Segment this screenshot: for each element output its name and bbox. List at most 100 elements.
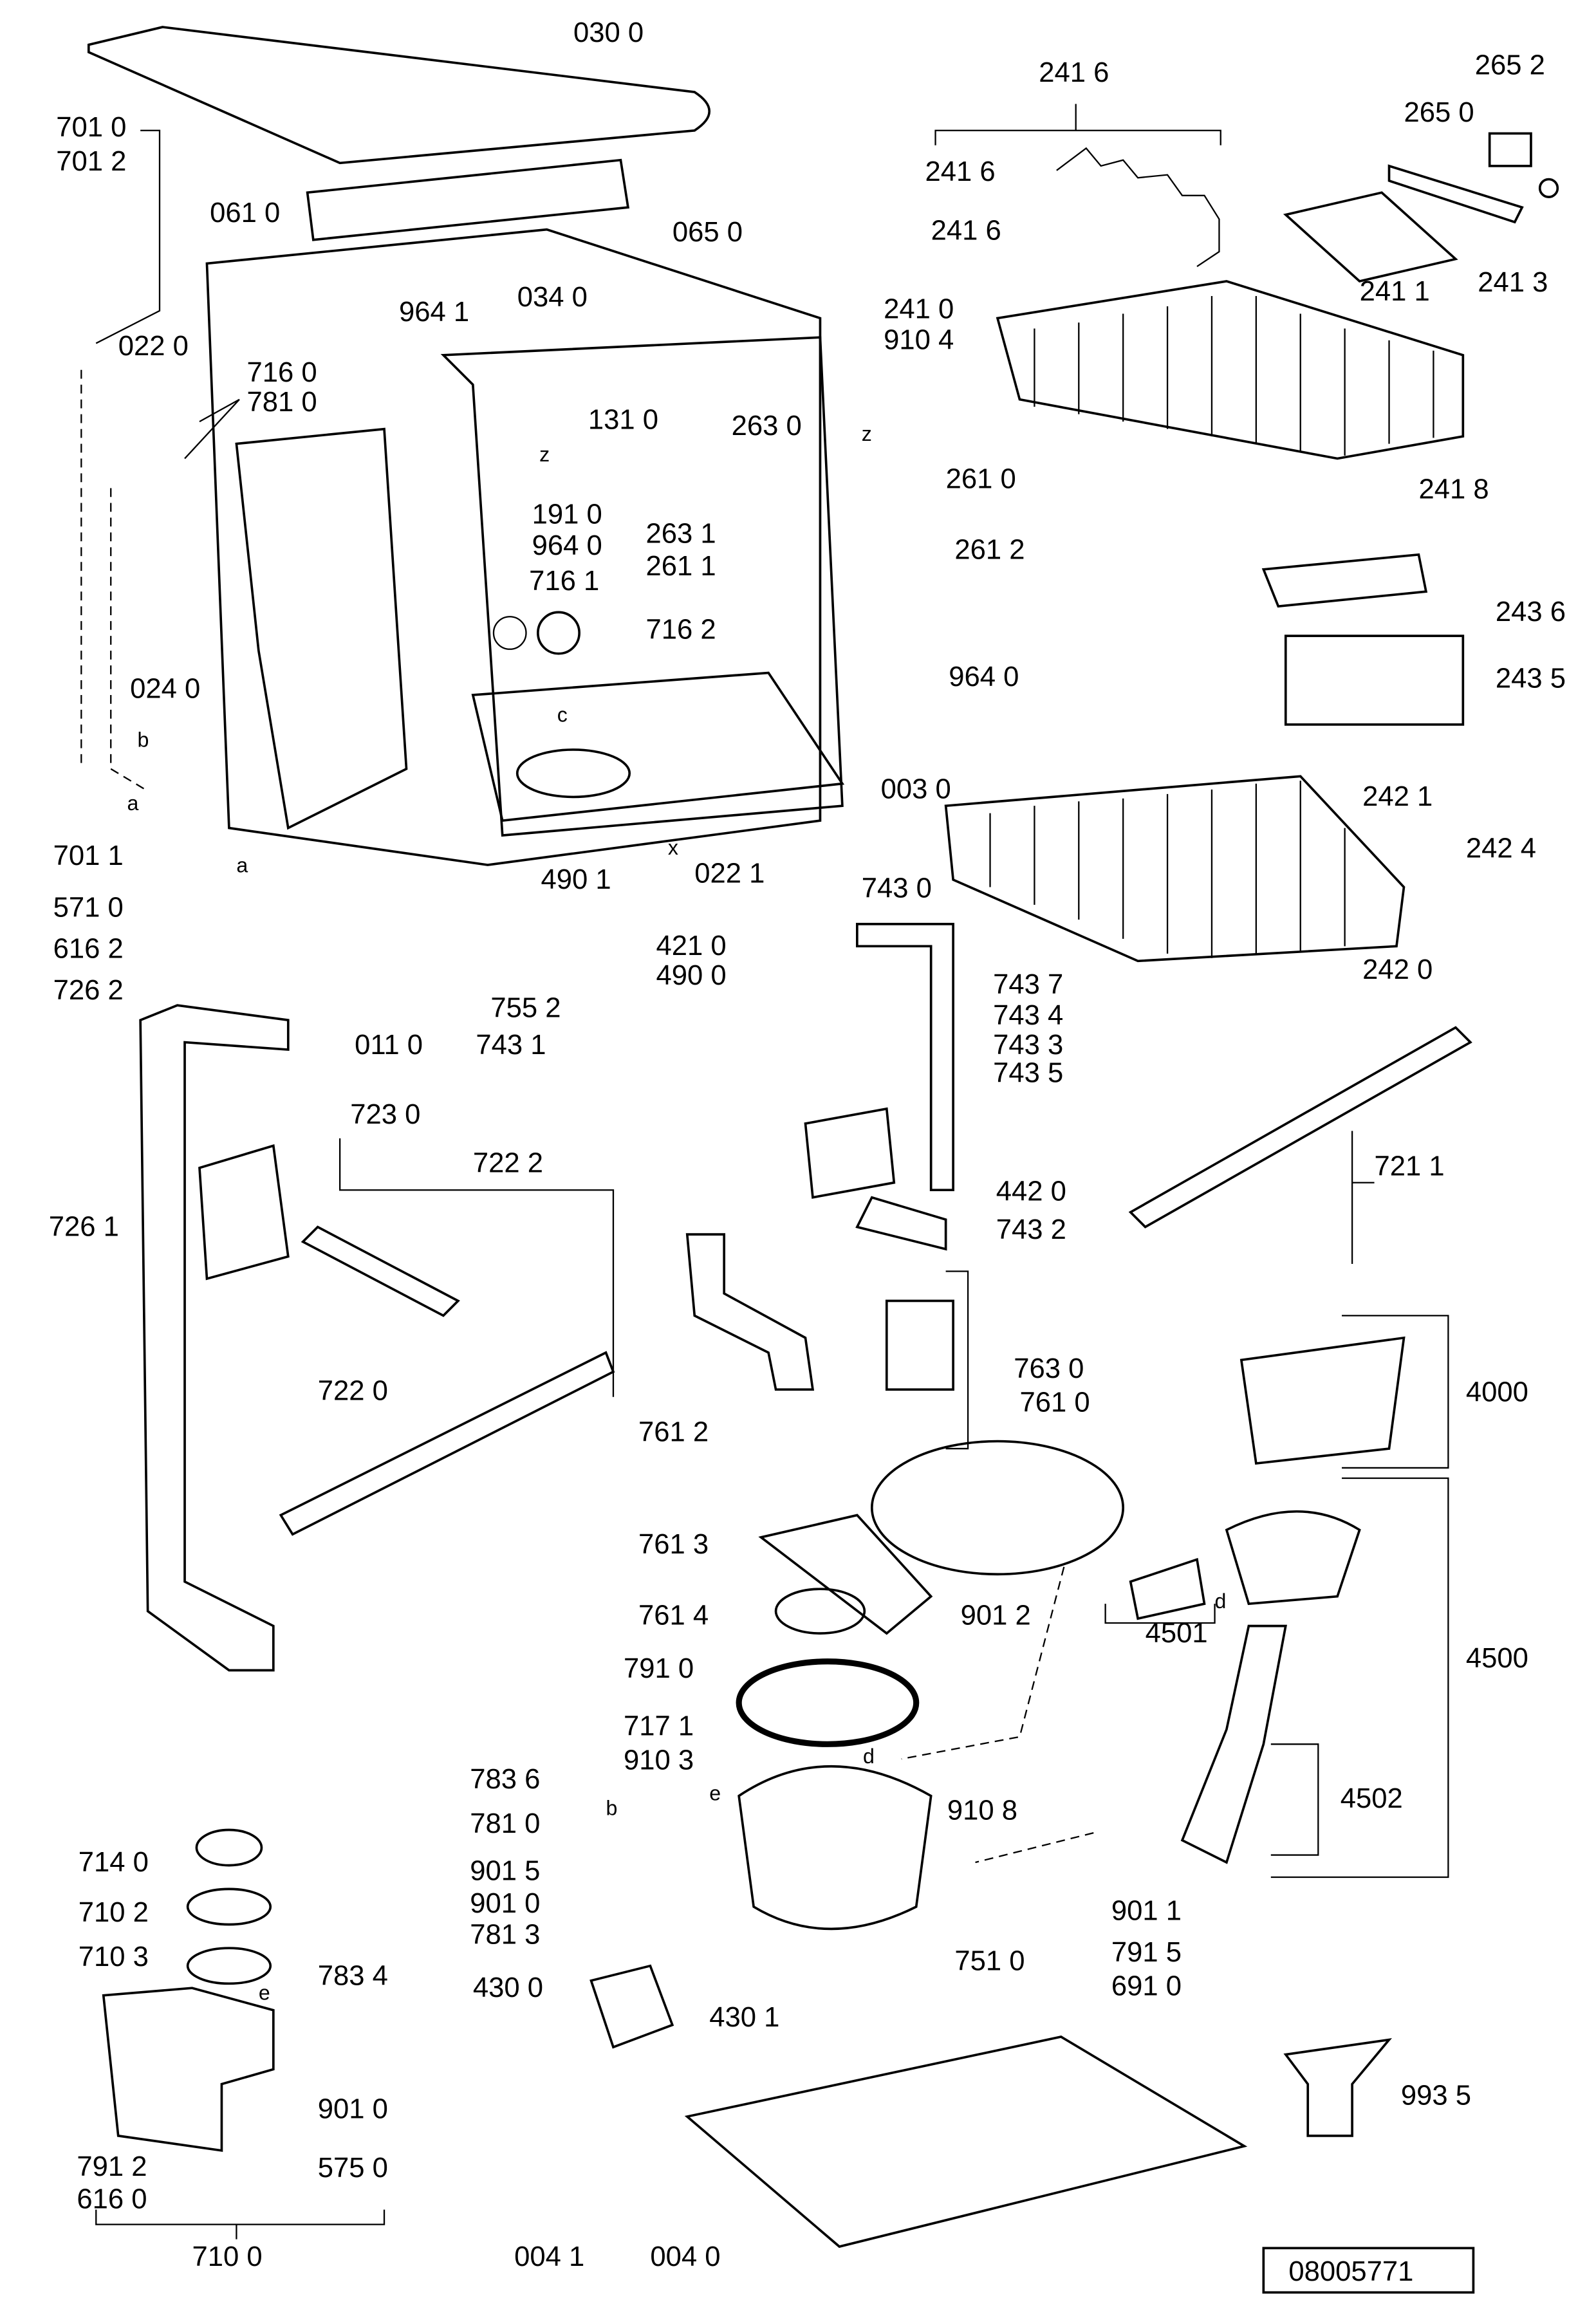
part-number-label: 743 4	[993, 1000, 1063, 1031]
part-number-label: 910 8	[947, 1795, 1017, 1826]
water-diverter	[198, 1144, 290, 1281]
reference-letter: e	[709, 1782, 721, 1805]
spray-arm-tube-722-2	[301, 1225, 460, 1317]
part-number-label: 263 1	[645, 518, 716, 549]
part-number-label: 265 2	[1475, 50, 1545, 81]
part-number-label: 131 0	[588, 405, 658, 436]
part-number-label: 003 0	[881, 774, 951, 805]
part-number-label: 761 4	[638, 1600, 709, 1631]
part-number-label: 964 0	[949, 662, 1019, 692]
part-number-label: 751 0	[954, 1946, 1025, 1977]
reference-letter: e	[259, 1981, 270, 2005]
lower-basket-wires	[989, 781, 1346, 958]
part-number-label: 723 0	[350, 1099, 420, 1130]
seal-716-1	[492, 616, 527, 650]
part-number-label: 490 0	[656, 960, 727, 991]
water-softener-710-0	[102, 1987, 275, 2152]
part-number-label: 616 2	[53, 934, 124, 965]
part-number-label: 430 1	[709, 2002, 779, 2033]
part-number-label: 743 3	[993, 1030, 1063, 1061]
drain-pump-430-0	[589, 1964, 674, 2049]
part-number-label: 442 0	[996, 1176, 1066, 1207]
upper-basket-wires	[1034, 295, 1434, 456]
filter-body-761-3	[758, 1514, 933, 1635]
part-number-label: 791 2	[77, 2151, 147, 2182]
part-number-label: 011 0	[355, 1030, 423, 1061]
wash-pump-4000	[1239, 1336, 1406, 1465]
part-number-label: 261 2	[954, 535, 1025, 566]
tub-floor	[471, 671, 845, 822]
part-number-label: 571 0	[53, 892, 124, 923]
base-frame-004-0	[684, 2035, 1248, 2248]
part-number-label: 034 0	[517, 282, 588, 313]
part-number-label: 616 0	[77, 2184, 147, 2214]
reference-letter: z	[862, 422, 872, 445]
part-number-label: 710 2	[79, 1897, 149, 1928]
bracket-710-0	[95, 2209, 385, 2239]
part-number-label: 242 1	[1362, 781, 1433, 812]
upper-basket-241-0	[996, 280, 1465, 460]
insulation-pad	[306, 158, 630, 241]
part-number-label: 743 0	[862, 873, 932, 904]
part-number-label: 743 2	[996, 1214, 1066, 1245]
part-number-label: 722 2	[473, 1148, 543, 1179]
part-number-label: 241 6	[1039, 57, 1109, 88]
part-number-label: 743 5	[993, 1058, 1063, 1089]
disc-761-4	[774, 1588, 866, 1635]
filter-763-0	[885, 1299, 954, 1391]
part-number-label: 061 0	[210, 198, 280, 228]
part-number-label: 241 0	[884, 293, 954, 324]
diagram-reference-number: 08005771	[1288, 2256, 1413, 2287]
reference-letter: x	[668, 836, 678, 859]
part-number-label: 261 0	[946, 463, 1016, 494]
part-number-label: 783 6	[470, 1764, 540, 1795]
part-number-label: 004 1	[514, 2241, 584, 2272]
hose-4502	[1180, 1624, 1287, 1864]
reference-letter: c	[557, 703, 568, 726]
part-number-label: 065 0	[673, 217, 743, 248]
sump-opening	[515, 748, 631, 799]
part-number-label: 993 5	[1401, 2081, 1471, 2111]
part-number-label: 763 0	[1014, 1353, 1084, 1384]
reference-letter: b	[606, 1797, 617, 1820]
part-number-label: 910 4	[884, 325, 954, 356]
part-number-label: 901 5	[470, 1856, 540, 1887]
part-number-label: 430 0	[473, 1972, 543, 2003]
part-number-label: 261 1	[645, 551, 716, 582]
bracket-722-2	[339, 1138, 615, 1397]
inlet-pipe	[685, 1233, 815, 1391]
part-number-label: 901 2	[961, 1600, 1031, 1631]
reference-letter: b	[138, 728, 149, 751]
circulation-pipe-726-1	[139, 1004, 290, 1672]
wheel-241-3	[1538, 178, 1559, 198]
gasket-710-3	[186, 1947, 272, 1985]
spray-arm-inlet-716-2	[537, 611, 580, 655]
part-number-label: 781 0	[470, 1808, 540, 1839]
bracket-4501	[1104, 1604, 1216, 1624]
part-number-label: 791 0	[624, 1653, 694, 1684]
part-number-label: 243 6	[1496, 597, 1566, 627]
part-number-label: 691 0	[1111, 1971, 1182, 2002]
part-number-label: 722 0	[318, 1375, 388, 1406]
arm-743-0	[856, 923, 954, 1192]
reference-letter: a	[127, 792, 138, 815]
gasket-791-0	[736, 1658, 920, 1747]
part-number-label: 4500	[1466, 1643, 1528, 1674]
wire-insert-241-6	[1056, 147, 1220, 267]
part-number-label: 004 0	[650, 2241, 720, 2272]
part-number-label: 701 2	[56, 146, 126, 177]
part-number-label: 721 1	[1375, 1151, 1445, 1182]
part-number-label: 241 8	[1418, 474, 1489, 505]
part-number-label: 701 0	[56, 112, 126, 143]
reference-letter: a	[236, 854, 248, 877]
part-number-label: 901 0	[318, 2093, 388, 2124]
part-number-label: 022 1	[694, 858, 765, 889]
part-number-label: 490 1	[541, 864, 611, 895]
bracket-241-6	[934, 104, 1221, 145]
bracket-721-1	[1351, 1131, 1375, 1265]
part-number-label: 716 0	[246, 357, 317, 388]
bracket-701-0	[95, 129, 161, 344]
bracket-4500	[1270, 1477, 1449, 1878]
